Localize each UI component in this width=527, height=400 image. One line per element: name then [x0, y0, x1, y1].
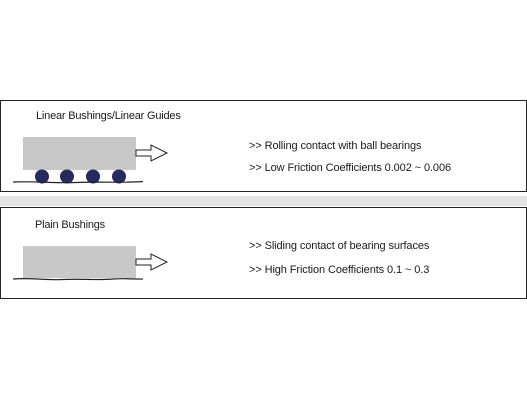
rolling-contact-illustration: [12, 137, 169, 184]
moving-block: [23, 246, 136, 278]
linear-bushings-panel: Linear Bushings/Linear Guides >> Rolling…: [0, 100, 527, 192]
ball-bearing: [86, 169, 100, 184]
ball-bearing: [35, 169, 49, 184]
high-friction-text: >> High Friction Coefficients 0.1 ~ 0.3: [249, 264, 430, 276]
ground-surface: [12, 180, 144, 184]
ground-surface: [12, 277, 144, 281]
motion-arrow-icon: [135, 144, 169, 162]
panel-separator: [0, 196, 527, 206]
moving-block: [23, 137, 136, 170]
rolling-contact-text: >> Rolling contact with ball bearings: [249, 140, 422, 152]
ball-bearing: [112, 169, 126, 184]
ball-bearing: [60, 169, 74, 184]
sliding-contact-illustration: [12, 246, 169, 281]
linear-bushings-title: Linear Bushings/Linear Guides: [36, 110, 181, 122]
sliding-contact-text: >> Sliding contact of bearing surfaces: [249, 240, 430, 252]
plain-bushings-title: Plain Bushings: [35, 219, 105, 231]
low-friction-text: >> Low Friction Coefficients 0.002 ~ 0.0…: [249, 162, 451, 174]
plain-bushings-panel: Plain Bushings >> Sliding contact of bea…: [0, 207, 527, 299]
motion-arrow-icon: [135, 253, 169, 271]
